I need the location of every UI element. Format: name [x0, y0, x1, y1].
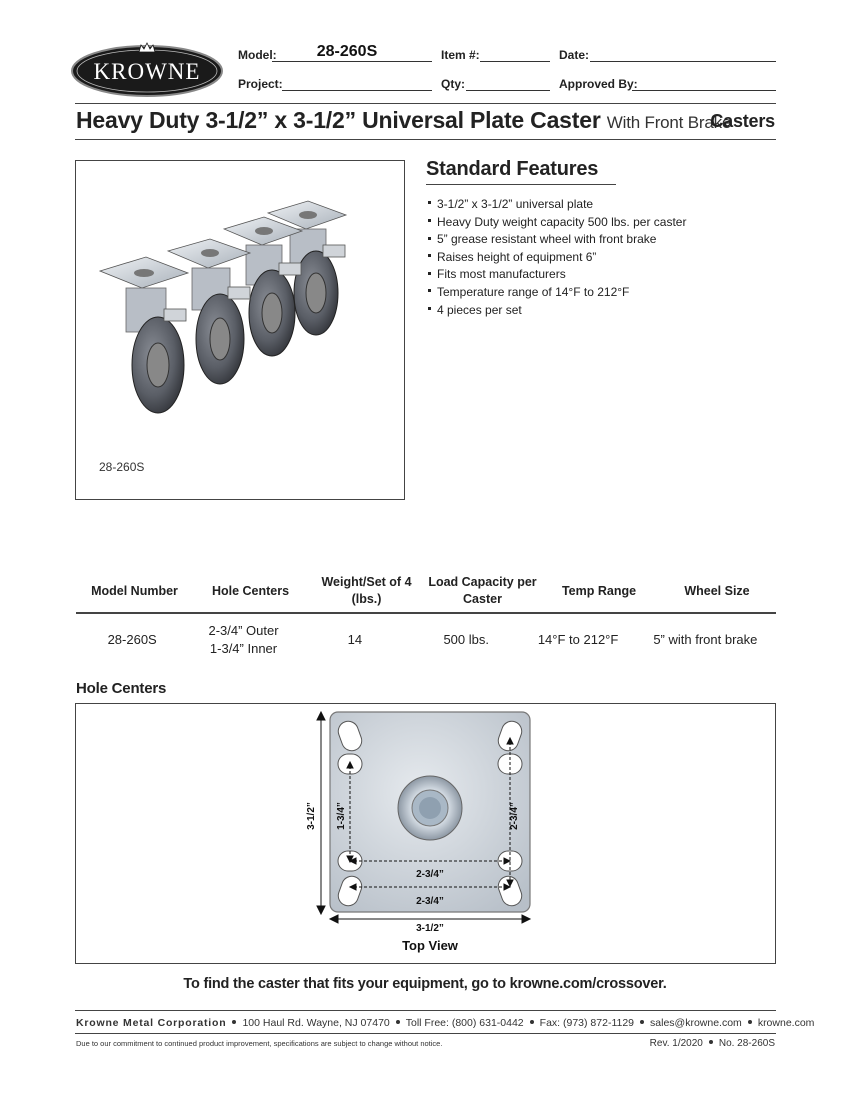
- date-label: Date:: [559, 48, 590, 62]
- project-field[interactable]: [282, 76, 432, 91]
- model-value: 28-260S: [316, 43, 378, 60]
- hole-centers-title: Hole Centers: [76, 680, 167, 697]
- feature-item: Temperature range of 14°F to 212°F: [428, 284, 686, 302]
- dot-separator: [232, 1020, 237, 1025]
- feature-item: 5” grease resistant wheel with front bra…: [428, 231, 686, 249]
- krowne-logo: KROWNE: [70, 40, 224, 98]
- hole-centers-diagram: 3-1/2” 1-3/4” 2-3/4” 2-3/4” 2-3/4” 3-1/2…: [75, 703, 776, 964]
- header-load-capacity: Load Capacity per Caster: [428, 575, 537, 606]
- product-photo-frame: [75, 160, 405, 500]
- footer-contact: Krowne Metal Corporation 100 Haul Rd. Way…: [76, 1017, 814, 1029]
- dim-height-label: 3-1/2”: [306, 802, 317, 830]
- feature-item: Raises height of equipment 6”: [428, 249, 686, 267]
- footer-fax: Fax: (973) 872-1129: [539, 1017, 635, 1029]
- feature-item: 4 pieces per set: [428, 302, 686, 320]
- table-row: 28-260S 2-3/4” Outer 1-3/4” Inner 14 500…: [76, 614, 776, 666]
- footer-rule-bottom: [75, 1033, 776, 1034]
- cell-hole-centers: 2-3/4” Outer 1-3/4” Inner: [188, 614, 298, 666]
- caster-4: [266, 200, 348, 336]
- dim-inner-left-label: 1-3/4”: [336, 802, 347, 830]
- header-wheel-size: Wheel Size: [684, 583, 750, 598]
- caster-set-illustration: [98, 200, 348, 414]
- approved-by-field[interactable]: [632, 76, 776, 91]
- top-view-label: Top View: [402, 938, 459, 953]
- product-title-sub: With Front Brake: [606, 113, 732, 132]
- approved-by-label: Approved By:: [559, 77, 638, 91]
- feature-item: 3-1/2” x 3-1/2” universal plate: [428, 196, 686, 214]
- footer-disclaimer: Due to our commitment to continued produ…: [76, 1039, 443, 1048]
- header-rule-bottom: [75, 139, 776, 140]
- dot-separator: [395, 1020, 400, 1025]
- cell-weight: 14: [347, 632, 363, 647]
- bullet-icon: [428, 289, 431, 293]
- footer-toll-free: Toll Free: (800) 631-0442: [405, 1017, 524, 1029]
- dot-separator: [529, 1020, 534, 1025]
- features-underline: [426, 184, 616, 185]
- spec-table-header: Model Number Hole Centers Weight/Set of …: [76, 570, 776, 614]
- footer-revision: Rev. 1/2020 No. 28-260S: [650, 1038, 775, 1049]
- bullet-icon: [428, 254, 431, 258]
- dim-inner-right-label: 2-3/4”: [509, 802, 520, 830]
- product-title-main: Heavy Duty 3-1/2” x 3-1/2” Universal Pla…: [76, 107, 601, 133]
- date-field[interactable]: [590, 47, 776, 62]
- dot-separator: [640, 1020, 645, 1025]
- cell-hole-outer: 2-3/4” Outer: [208, 623, 279, 638]
- caster-1: [98, 256, 190, 414]
- qty-label: Qty:: [441, 77, 465, 91]
- spec-table: Model Number Hole Centers Weight/Set of …: [76, 570, 776, 666]
- dim-mid-horizontal-label: 2-3/4”: [416, 869, 444, 880]
- bullet-icon: [428, 236, 431, 240]
- footer-email[interactable]: sales@krowne.com: [650, 1017, 742, 1029]
- crown-icon: [138, 42, 156, 53]
- rev-date: Rev. 1/2020: [649, 1038, 703, 1049]
- plate-top-view-drawing: 3-1/2” 1-3/4” 2-3/4” 2-3/4” 2-3/4” 3-1/2…: [306, 710, 532, 953]
- bullet-icon: [428, 218, 431, 222]
- model-field[interactable]: [272, 47, 432, 62]
- cell-wheel: 5” with front brake: [653, 632, 758, 647]
- features-title: Standard Features: [426, 158, 599, 180]
- footer-company: Krowne Metal Corporation: [76, 1017, 227, 1029]
- features-list: 3-1/2” x 3-1/2” universal plate Heavy Du…: [428, 196, 686, 319]
- feature-item: Heavy Duty weight capacity 500 lbs. per …: [428, 214, 686, 232]
- dim-low-horizontal-label: 2-3/4”: [416, 896, 444, 907]
- model-label: Model:: [238, 48, 277, 62]
- header-weight: Weight/Set of 4 (lbs.): [321, 575, 412, 606]
- logo-text: KROWNE: [94, 59, 201, 84]
- doc-number: No. 28-260S: [718, 1038, 775, 1049]
- cell-model: 28-260S: [107, 632, 157, 647]
- item-label: Item #:: [441, 48, 480, 62]
- cell-load: 500 lbs.: [443, 632, 489, 647]
- qty-field[interactable]: [466, 76, 550, 91]
- dim-width-label: 3-1/2”: [416, 923, 444, 934]
- caster-3: [222, 216, 304, 357]
- header-temp-range: Temp Range: [561, 583, 637, 598]
- dot-separator: [708, 1040, 713, 1045]
- photo-caption: 28-260S: [99, 460, 145, 474]
- footer-address: 100 Haul Rd. Wayne, NJ 07470: [242, 1017, 390, 1029]
- header-rule-top: [75, 103, 776, 104]
- header-hole-centers: Hole Centers: [211, 583, 290, 598]
- bullet-icon: [428, 271, 431, 275]
- cell-hole-inner: 1-3/4” Inner: [209, 641, 278, 656]
- bullet-icon: [428, 306, 431, 310]
- caster-2: [166, 238, 252, 385]
- cell-temp: 14°F to 212°F: [537, 632, 619, 647]
- footer-rule: [75, 1010, 776, 1011]
- item-field[interactable]: [480, 47, 550, 62]
- product-title: Heavy Duty 3-1/2” x 3-1/2” Universal Pla…: [76, 107, 731, 134]
- header-model-number: Model Number: [91, 583, 178, 598]
- footer-website[interactable]: krowne.com: [757, 1017, 815, 1029]
- crossover-text: To find the caster that fits your equipm…: [183, 976, 667, 992]
- feature-item: Fits most manufacturers: [428, 266, 686, 284]
- dot-separator: [747, 1020, 752, 1025]
- project-label: Project:: [238, 77, 283, 91]
- category-label: Casters: [710, 111, 775, 131]
- bullet-icon: [428, 201, 431, 205]
